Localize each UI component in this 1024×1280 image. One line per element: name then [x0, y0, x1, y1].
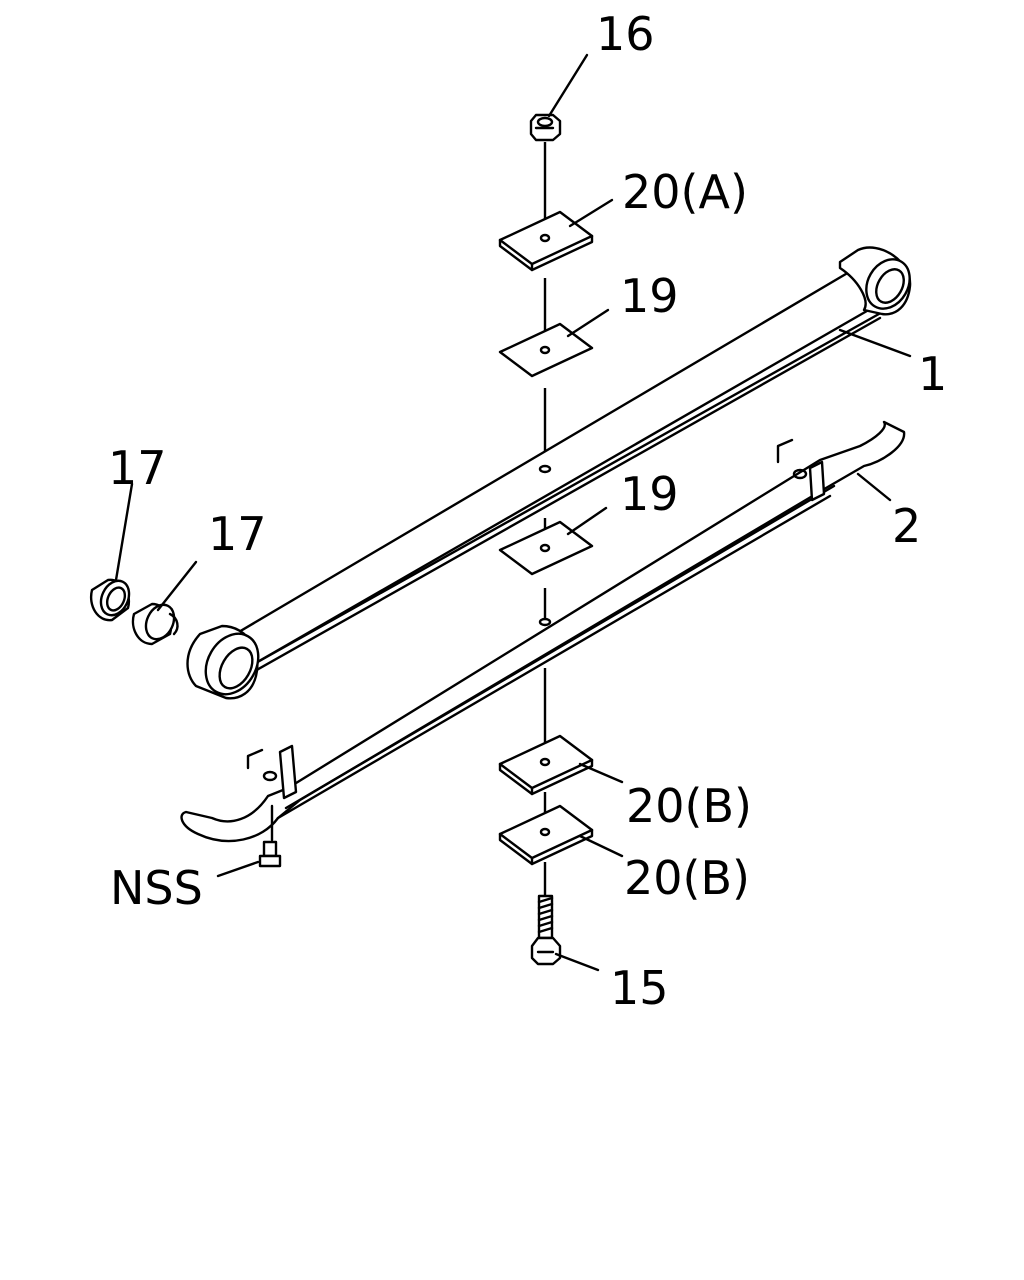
callout-15: 15	[610, 961, 669, 1015]
shim-19-mid	[498, 520, 594, 576]
callout-20b-2: 20(B)	[624, 851, 750, 905]
bushing-17-a	[89, 578, 131, 622]
plate-20b-lower	[498, 804, 594, 866]
callout-labels: 16 20(A) 19 1 19 2 17 17 20(B) 20(B) NSS…	[108, 7, 947, 1015]
callout-17-b: 17	[208, 507, 267, 561]
second-leaf-2	[180, 420, 906, 843]
callout-20a: 20(A)	[622, 165, 748, 219]
main-leaf-1	[186, 246, 912, 700]
bushing-17-b	[131, 602, 179, 646]
nss-screw	[258, 840, 282, 868]
shim-19-top	[498, 322, 594, 378]
leader-lines	[114, 53, 912, 972]
callout-nss: NSS	[110, 861, 203, 915]
callout-19-top: 19	[620, 269, 679, 323]
callout-2: 2	[892, 499, 921, 553]
callout-20b-1: 20(B)	[626, 779, 752, 833]
callout-1: 1	[918, 347, 947, 401]
callout-16: 16	[596, 7, 655, 61]
bolt-15	[530, 894, 562, 966]
callout-19-mid: 19	[620, 467, 679, 521]
plate-20a	[498, 210, 594, 272]
nut-16	[529, 113, 562, 142]
plate-20b-upper	[498, 734, 594, 796]
callout-17-a: 17	[108, 441, 167, 495]
